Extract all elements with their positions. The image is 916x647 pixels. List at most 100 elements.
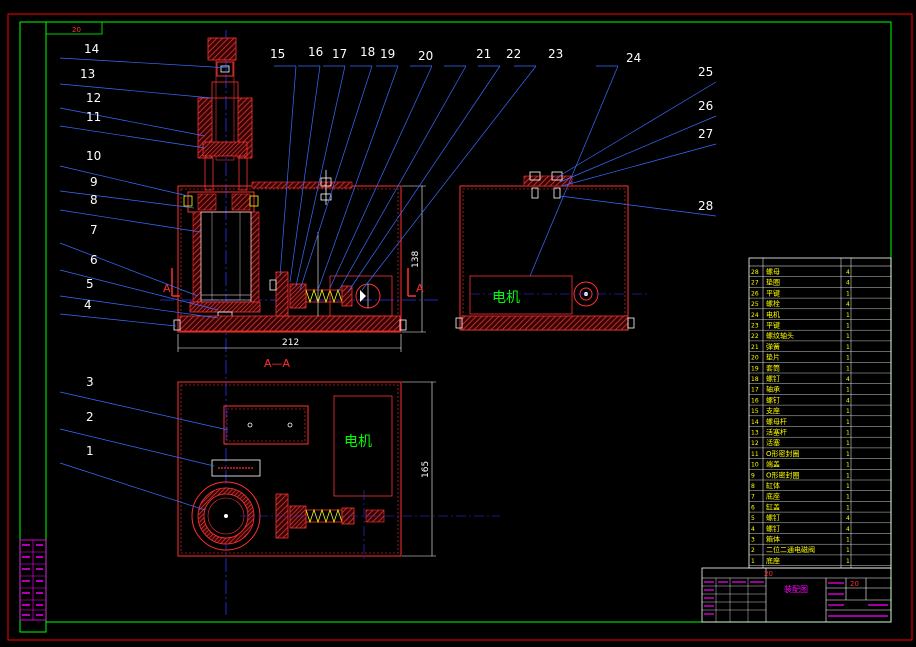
- leader-line: [59, 209, 201, 233]
- parts-row-qty: 1: [846, 387, 850, 394]
- parts-row-name: O形密封圈: [766, 449, 800, 458]
- leader-line: [299, 65, 373, 291]
- parts-row-name: 螺母杆: [766, 417, 787, 426]
- parts-row-qty: 1: [846, 344, 850, 351]
- leader-number-13: 13: [80, 67, 95, 81]
- leader-line: [59, 190, 195, 209]
- leader-number-10: 10: [86, 149, 101, 163]
- leader-number-1: 1: [86, 444, 94, 458]
- leader-line: [59, 313, 177, 327]
- parts-row-number: 19: [751, 365, 759, 372]
- parts-row-name: 平键: [766, 288, 780, 297]
- motor-label-plan-view: 电机: [344, 434, 372, 450]
- section-mark-a-right: A: [416, 282, 424, 295]
- parts-row-name: 电机: [766, 310, 780, 319]
- parts-row-qty: 1: [846, 462, 850, 469]
- parts-row-name: 垫片: [766, 353, 780, 362]
- parts-row-name: 缸体: [766, 481, 780, 490]
- plan-view: 电机 165: [177, 381, 500, 560]
- parts-row-name: 螺钉: [766, 374, 780, 383]
- parts-row-number: 15: [751, 408, 759, 415]
- parts-row-qty: 1: [846, 537, 850, 544]
- parts-row-number: 23: [751, 323, 759, 330]
- parts-row-number: 28: [751, 269, 759, 276]
- parts-row-qty: 4: [846, 269, 850, 276]
- binding-margin-table: [19, 539, 47, 621]
- parts-row-number: 1: [751, 558, 755, 565]
- leader-line: [59, 57, 231, 69]
- leader-number-19: 19: [380, 47, 395, 61]
- parts-row-number: 17: [751, 387, 759, 394]
- title-block-number: 20: [764, 570, 773, 578]
- leader-number-3: 3: [86, 375, 94, 389]
- title-block-scale: 20: [850, 580, 859, 588]
- leader-number-5: 5: [86, 277, 94, 291]
- leader-line: [561, 143, 717, 187]
- parts-row-number: 21: [751, 344, 759, 351]
- parts-row-name: 轴承: [766, 385, 780, 394]
- leader-number-8: 8: [90, 193, 98, 207]
- parts-row-name: 垫圈: [766, 278, 780, 287]
- parts-row-qty: 1: [846, 430, 850, 437]
- parts-row-name: 底座: [766, 556, 780, 565]
- parts-row-number: 16: [751, 397, 759, 404]
- leader-line: [59, 295, 219, 319]
- parts-row-qty: 1: [846, 451, 850, 458]
- parts-row-name: 螺钉: [766, 513, 780, 522]
- parts-row-qty: 1: [846, 290, 850, 297]
- section-title: A—A: [264, 357, 291, 370]
- leader-number-12: 12: [86, 91, 101, 105]
- parts-row-name: 端盖: [766, 460, 780, 469]
- leader-line: [559, 195, 717, 217]
- parts-row-number: 14: [751, 419, 759, 426]
- parts-row-name: 活塞杆: [766, 428, 787, 437]
- leader-line: [295, 65, 346, 287]
- leader-line: [337, 65, 467, 293]
- leader-line: [289, 65, 321, 283]
- drawing-name: 装配图: [784, 584, 808, 594]
- parts-row-number: 20: [751, 355, 759, 362]
- parts-row-number: 6: [751, 504, 755, 511]
- corner-label: 20: [72, 26, 81, 34]
- parts-row-number: 24: [751, 312, 759, 319]
- dimension-165: 165: [421, 461, 431, 478]
- parts-row-qty: 4: [846, 526, 850, 533]
- leader-number-14: 14: [84, 42, 99, 56]
- leader-line: [59, 83, 213, 99]
- parts-row-qty: 1: [846, 365, 850, 372]
- leader-line: [317, 65, 399, 291]
- title-block: 20 20 装配图: [701, 567, 892, 623]
- leader-number-27: 27: [698, 127, 713, 141]
- parts-row-number: 8: [751, 483, 755, 490]
- parts-row-name: 二位二通电磁阀: [766, 545, 815, 554]
- leader-number-23: 23: [548, 47, 563, 61]
- leader-number-6: 6: [90, 253, 98, 267]
- parts-row-name: 螺栓: [766, 299, 780, 308]
- parts-row-number: 9: [751, 472, 755, 479]
- parts-row-qty: 1: [846, 472, 850, 479]
- leader-line: [529, 65, 619, 277]
- parts-row-name: 底座: [766, 492, 780, 501]
- leader-line: [59, 107, 206, 137]
- parts-row-name: 套筒: [766, 363, 780, 372]
- parts-row-qty: 4: [846, 376, 850, 383]
- parts-row-qty: 4: [846, 301, 850, 308]
- leader-number-9: 9: [90, 175, 98, 189]
- parts-row-number: 7: [751, 494, 755, 501]
- leader-number-2: 2: [86, 410, 94, 424]
- leader-line: [59, 165, 189, 197]
- parts-row-number: 2: [751, 547, 755, 554]
- parts-row-qty: 1: [846, 355, 850, 362]
- parts-row-name: 平键: [766, 321, 780, 330]
- leader-line: [59, 428, 215, 467]
- leader-number-21: 21: [476, 47, 491, 61]
- parts-row-name: 螺钉: [766, 524, 780, 533]
- parts-row-qty: 1: [846, 419, 850, 426]
- dimension-138: 138: [411, 251, 421, 268]
- leader-number-24: 24: [626, 51, 641, 65]
- parts-row-number: 11: [751, 451, 759, 458]
- parts-row-name: 螺纹轴头: [766, 331, 794, 340]
